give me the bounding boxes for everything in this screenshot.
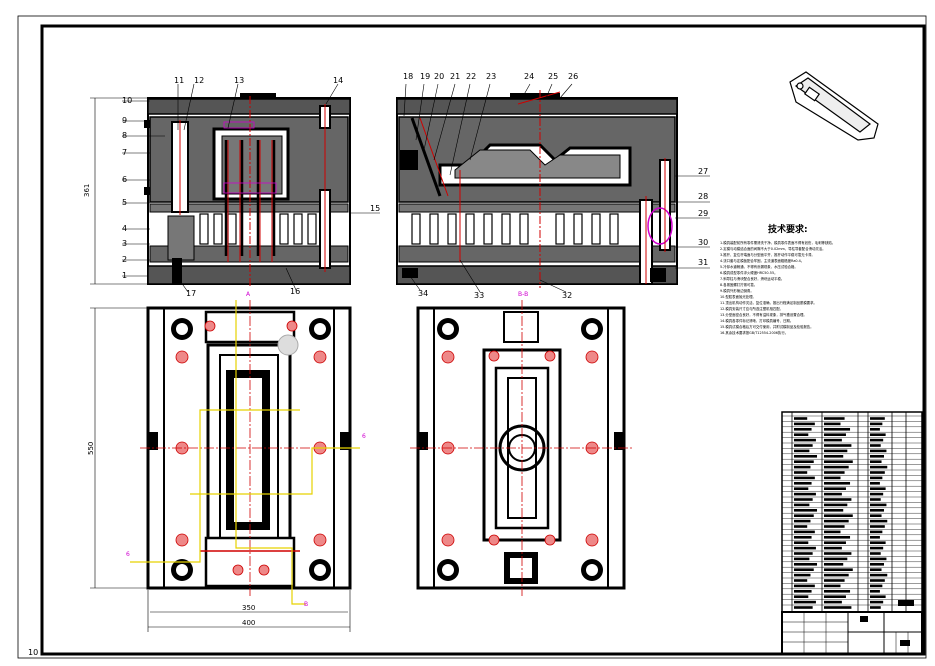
svg-text:25: 25: [548, 72, 558, 81]
tech-requirements-title: 技术要求:: [768, 223, 808, 235]
svg-text:24: 24: [524, 72, 534, 81]
parts-list-table: [781, 411, 923, 613]
svg-text:8: 8: [122, 131, 127, 140]
svg-text:11: 11: [174, 76, 184, 85]
svg-text:3: 3: [122, 239, 127, 248]
svg-text:28: 28: [698, 192, 708, 201]
svg-text:12.模具安装尺寸应与所选注塑机相匹配。: 12.模具安装尺寸应与所选注塑机相匹配。: [720, 306, 783, 311]
svg-text:16: 16: [290, 287, 300, 296]
section-label-bb: B-B: [518, 291, 528, 298]
svg-text:9.模具外形棱边倒角。: 9.模具外形棱边倒角。: [720, 288, 754, 293]
svg-text:7: 7: [122, 148, 127, 157]
svg-text:29: 29: [698, 209, 708, 218]
svg-text:17: 17: [186, 289, 196, 298]
svg-text:2: 2: [122, 255, 127, 264]
dim-height-plan: 550: [87, 442, 95, 455]
svg-text:16.其余技术要求按GB/T12554-2006执行。: 16.其余技术要求按GB/T12554-2006执行。: [720, 330, 788, 335]
plan-view-left: A 6 6 B: [126, 291, 366, 608]
callout-leaders: [122, 83, 710, 293]
svg-text:10: 10: [122, 96, 132, 105]
svg-text:B: B: [304, 601, 308, 608]
svg-text:34: 34: [418, 289, 428, 298]
svg-text:26: 26: [568, 72, 578, 81]
svg-text:6.模具成型零件淬火硬度HRC50-55。: 6.模具成型零件淬火硬度HRC50-55。: [720, 270, 778, 275]
svg-text:12: 12: [194, 76, 204, 85]
svg-text:6: 6: [362, 433, 366, 440]
outer-frame: [17, 15, 927, 659]
dim-width-inner: 350: [242, 604, 255, 612]
svg-text:11.顶出机构动作灵活，复位准确，推出行程满足制品脱模要求。: 11.顶出机构动作灵活，复位准确，推出行程满足制品脱模要求。: [720, 300, 817, 305]
inner-frame: [40, 24, 926, 656]
svg-text:5.冷却水道畅通，不得有渗漏现象，水压试验合格。: 5.冷却水道畅通，不得有渗漏现象，水压试验合格。: [720, 264, 798, 269]
svg-text:18: 18: [403, 72, 413, 81]
plan-view-right: B-B: [410, 291, 632, 596]
svg-text:3.推杆、复位杆端面与分型面平齐，推杆动作平稳可靠无卡滞。: 3.推杆、复位杆端面与分型面平齐，推杆动作平稳可靠无卡滞。: [720, 252, 815, 257]
corner-mark: 10: [28, 648, 38, 657]
svg-text:10.型腔表面抛光处理。: 10.型腔表面抛光处理。: [720, 294, 756, 299]
dim-height-front: 361: [83, 184, 91, 197]
svg-text:7.斜导柱与滑块配合良好，滑块运动平稳。: 7.斜导柱与滑块配合良好，滑块运动平稳。: [720, 276, 784, 281]
main-section-left: [144, 93, 351, 288]
svg-text:13.分型面密合良好，不得有溢料现象，排气槽设置合理。: 13.分型面密合良好，不得有溢料现象，排气槽设置合理。: [720, 312, 807, 317]
part-isometric-icon: [789, 71, 879, 141]
svg-text:1: 1: [122, 271, 127, 280]
svg-text:20: 20: [434, 72, 444, 81]
svg-text:19: 19: [420, 72, 430, 81]
svg-text:27: 27: [698, 167, 708, 176]
dim-width-outer: 400: [242, 619, 255, 627]
svg-text:1.模具装配前所有零件需清洗干净，模具零件表面不得有划伤，毛: 1.模具装配前所有零件需清洗干净，模具零件表面不得有划伤，毛刺等缺陷。: [720, 240, 835, 245]
svg-text:22: 22: [466, 72, 476, 81]
svg-text:6: 6: [122, 175, 127, 184]
svg-text:6: 6: [126, 551, 130, 558]
svg-text:21: 21: [450, 72, 460, 81]
svg-text:8.各紧固螺钉拧紧可靠。: 8.各紧固螺钉拧紧可靠。: [720, 282, 757, 287]
svg-text:15: 15: [370, 204, 380, 213]
dimension-lines: [90, 97, 351, 632]
svg-text:14.模具各零件标记清晰，打印模具编号、日期。: 14.模具各零件标记清晰，打印模具编号、日期。: [720, 318, 793, 323]
tech-requirements: 技术要求: 1.模具装配前所有零件需清洗干净，模具零件表面不得有划伤，毛刺等缺陷…: [720, 223, 835, 335]
svg-text:5: 5: [122, 198, 127, 207]
callout-labels: 1 2 3 4 5 6 7 8 9 10 11 12 13 14 15 16 1…: [122, 72, 708, 300]
title-block: [781, 600, 923, 655]
svg-text:30: 30: [698, 238, 708, 247]
svg-text:32: 32: [562, 291, 572, 300]
svg-text:9: 9: [122, 116, 127, 125]
section-label-a: A: [246, 291, 251, 298]
svg-text:2.定模与动模结合面的间隙不大于0.02mm，导柱导套配合滑: 2.定模与动模结合面的间隙不大于0.02mm，导柱导套配合滑动灵活。: [720, 246, 826, 251]
svg-text:33: 33: [474, 291, 484, 300]
main-section-right: [396, 90, 678, 288]
svg-text:13: 13: [234, 76, 244, 85]
svg-text:14: 14: [333, 76, 343, 85]
svg-text:31: 31: [698, 258, 708, 267]
svg-text:23: 23: [486, 72, 496, 81]
svg-text:4: 4: [122, 224, 127, 233]
svg-text:15.模具试模合格后方可交付使用，并附试模制品及检验报告。: 15.模具试模合格后方可交付使用，并附试模制品及检验报告。: [720, 324, 814, 329]
svg-text:4.浇口套与定模板配合牢固，主流道表面粗糙度Ra0.4。: 4.浇口套与定模板配合牢固，主流道表面粗糙度Ra0.4。: [720, 258, 804, 263]
